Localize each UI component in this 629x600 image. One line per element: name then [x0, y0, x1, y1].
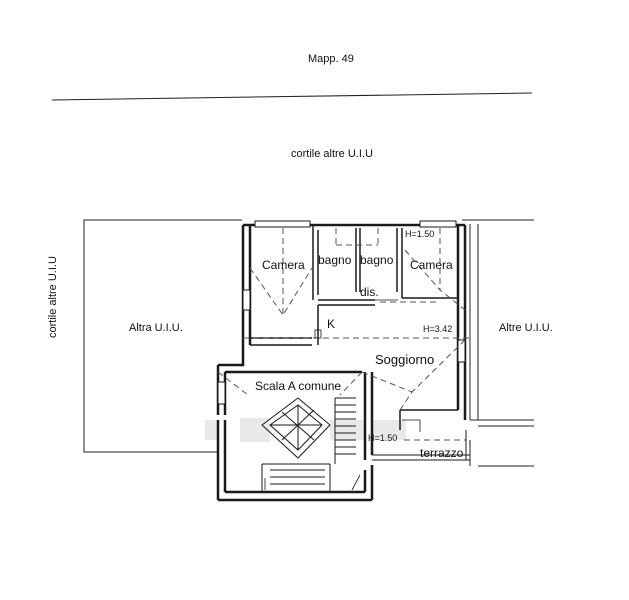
mappale-label: Mapp. 49	[308, 53, 354, 65]
room-bagno-2: bagno	[360, 253, 394, 267]
room-cucina: K	[327, 317, 336, 331]
interior-walls	[250, 225, 458, 430]
dashed-lines	[217, 228, 470, 441]
stair-label: Scala A comune	[255, 379, 342, 393]
window-marks	[217, 220, 466, 405]
height-label-mid: H=3.42	[423, 324, 453, 334]
boundary-line	[51, 92, 533, 101]
terrazzo-area	[372, 430, 470, 461]
room-terrazzo: terrazzo	[420, 446, 464, 460]
cortile-top-label: cortile altre U.I.U	[291, 148, 373, 160]
room-soggiorno: Soggiorno	[375, 352, 435, 367]
height-label-top: H=1.50	[405, 229, 435, 239]
altre-uiu-label: Altre U.I.U.	[499, 322, 553, 334]
altra-uiu-label: Altra U.I.U.	[129, 322, 183, 334]
watermark-mark	[205, 418, 406, 442]
neighbour-unit-right	[462, 219, 534, 467]
cortile-left-label: cortile altre U.I.U	[47, 256, 59, 338]
door-swings	[264, 299, 421, 491]
room-camera-right: Camera	[410, 258, 453, 272]
height-label-bottom: H=1.50	[368, 433, 398, 443]
room-disimpegno: dis.	[360, 285, 379, 299]
room-bagno-1: bagno	[318, 253, 352, 267]
room-camera-left: Camera	[262, 258, 305, 272]
neighbour-unit-left	[83, 219, 242, 453]
staircase	[261, 397, 356, 492]
